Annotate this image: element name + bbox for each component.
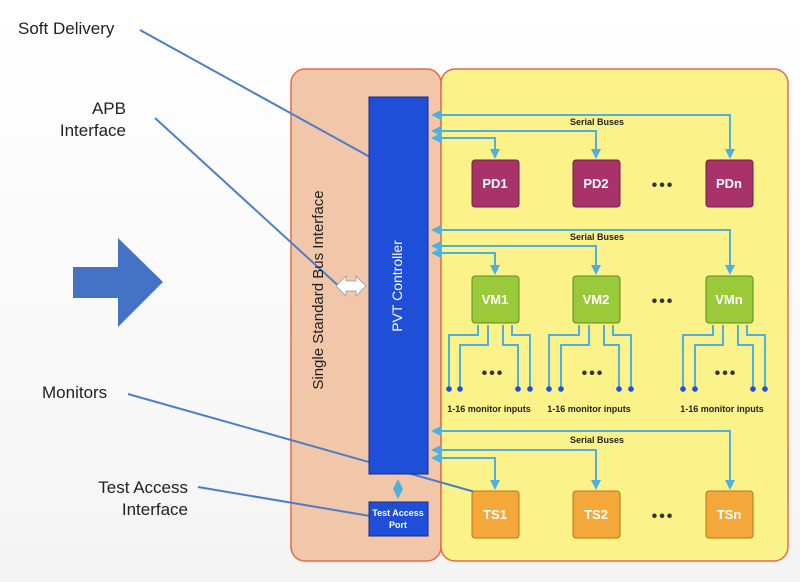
pdn-label: PDn (716, 176, 742, 191)
vm2-block (572, 275, 621, 324)
pd-bus-connectors (431, 110, 735, 159)
callout-line-soft-delivery (139, 29, 371, 158)
tsn-block (705, 490, 754, 539)
ts1-label: TS1 (483, 507, 507, 522)
vmn-label: VMn (715, 292, 743, 307)
vm-row-ellipsis: ••• (652, 293, 675, 310)
callout-apb-line1: APB (92, 99, 126, 118)
pvt-controller (368, 96, 429, 475)
vm2-monitor-inputs-label: 1-16 monitor inputs (547, 404, 631, 414)
vmn-block (705, 275, 754, 324)
pdn-block (705, 159, 754, 208)
vmn-monitor-inputs-label: 1-16 monitor inputs (680, 404, 764, 414)
callout-line-monitors (127, 393, 476, 493)
serial-bus-label-pd: Serial Buses (570, 117, 624, 127)
callout-test-access-line1: Test Access (98, 478, 188, 497)
ts-bus-connectors (431, 426, 735, 490)
vmn-inputs-ellipsis: ••• (715, 365, 738, 382)
callout-line-test-access (197, 486, 371, 517)
pd2-block (572, 159, 621, 208)
test-access-port (368, 501, 429, 537)
serial-bus-label-ts: Serial Buses (570, 435, 624, 445)
vm1-label: VM1 (482, 292, 509, 307)
bus-interface-label: Single Standard Bus Interface (310, 190, 327, 389)
big-right-arrow-icon (73, 238, 163, 327)
vm-input-terminals (446, 386, 768, 392)
callout-monitors: Monitors (42, 383, 107, 402)
ts2-label: TS2 (584, 507, 608, 522)
callout-line-apb (154, 117, 344, 291)
pd1-label: PD1 (482, 176, 507, 191)
double-arrow-icon (335, 275, 367, 297)
vm1-inputs-ellipsis: ••• (482, 365, 505, 382)
serial-bus-label-vm: Serial Buses (570, 232, 624, 242)
ts1-block (471, 490, 520, 539)
callout-apb-line2: Interface (60, 121, 126, 140)
vm1-monitor-inputs-label: 1-16 monitor inputs (447, 404, 531, 414)
pvt-controller-label: PVT Controller (389, 240, 405, 332)
test-access-port-line1: Test Access (372, 508, 424, 518)
pd-row-ellipsis: ••• (652, 177, 675, 194)
tsn-label: TSn (717, 507, 742, 522)
vm1-block (471, 275, 520, 324)
vm-input-fanouts (448, 325, 766, 387)
pd1-block (471, 159, 520, 208)
callout-lines (127, 29, 476, 517)
ts2-block (572, 490, 621, 539)
vm2-label: VM2 (583, 292, 610, 307)
pd2-label: PD2 (583, 176, 608, 191)
callout-soft-delivery: Soft Delivery (18, 19, 115, 38)
test-access-port-line2: Port (389, 520, 407, 530)
vm-bus-connectors (431, 225, 735, 275)
vm2-inputs-ellipsis: ••• (582, 365, 605, 382)
callout-test-access-line2: Interface (122, 500, 188, 519)
ts-row-ellipsis: ••• (652, 508, 675, 525)
